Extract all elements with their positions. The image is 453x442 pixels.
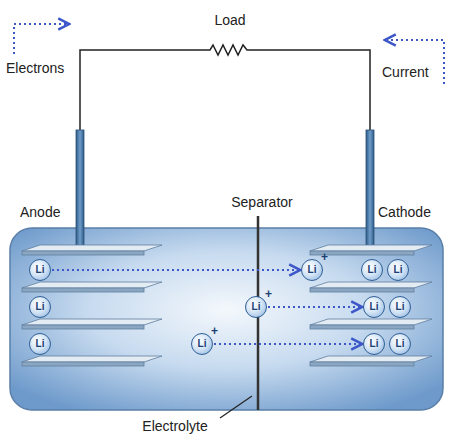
element-symbol: Li (308, 265, 317, 275)
anode-plates (22, 245, 162, 366)
lithium-ion: Li (363, 333, 385, 355)
element-symbol: Li (396, 302, 405, 312)
part-label: Current (382, 64, 429, 80)
lithium-ion: Li (29, 333, 51, 355)
lithium-ion: Li (387, 259, 409, 281)
lithium-ion: Li+ (301, 259, 323, 281)
element-symbol: Li (396, 339, 405, 349)
element-symbol: Li (36, 339, 45, 349)
lithium-ion: Li (29, 259, 51, 281)
part-label: Electrolyte (142, 418, 207, 434)
leader-line (220, 396, 252, 418)
charge-sign: + (321, 251, 328, 263)
part-label: Anode (20, 204, 60, 220)
charge-sign: + (211, 325, 218, 337)
part-label: Load (214, 12, 245, 28)
cathode-plates (310, 245, 432, 366)
lithium-ion: Li (389, 333, 411, 355)
anode-terminal (76, 130, 84, 246)
lithium-ion: Li+ (191, 333, 213, 355)
lithium-ion: Li (361, 259, 383, 281)
element-symbol: Li (198, 339, 207, 349)
lithium-ion: Li (389, 296, 411, 318)
element-symbol: Li (36, 265, 45, 275)
element-symbol: Li (370, 302, 379, 312)
element-symbol: Li (394, 265, 403, 275)
element-symbol: Li (368, 265, 377, 275)
element-symbol: Li (370, 339, 379, 349)
electron-flow-arrow (14, 24, 68, 54)
part-label: Cathode (378, 204, 431, 220)
lithium-ion: Li (363, 296, 385, 318)
ion-migration-arrow (268, 306, 361, 308)
lithium-ion: Li (29, 296, 51, 318)
part-label: Separator (231, 194, 292, 210)
cell-housing (10, 228, 443, 410)
element-symbol: Li (36, 302, 45, 312)
ion-migration-arrow (52, 269, 299, 271)
lithium-ion: Li+ (245, 296, 267, 318)
part-label: Electrons (6, 60, 64, 76)
cathode-terminal (366, 130, 374, 246)
charge-sign: + (265, 288, 272, 300)
ion-migration-arrow (214, 343, 361, 345)
element-symbol: Li (252, 302, 261, 312)
external-circuit-wire (80, 45, 370, 130)
